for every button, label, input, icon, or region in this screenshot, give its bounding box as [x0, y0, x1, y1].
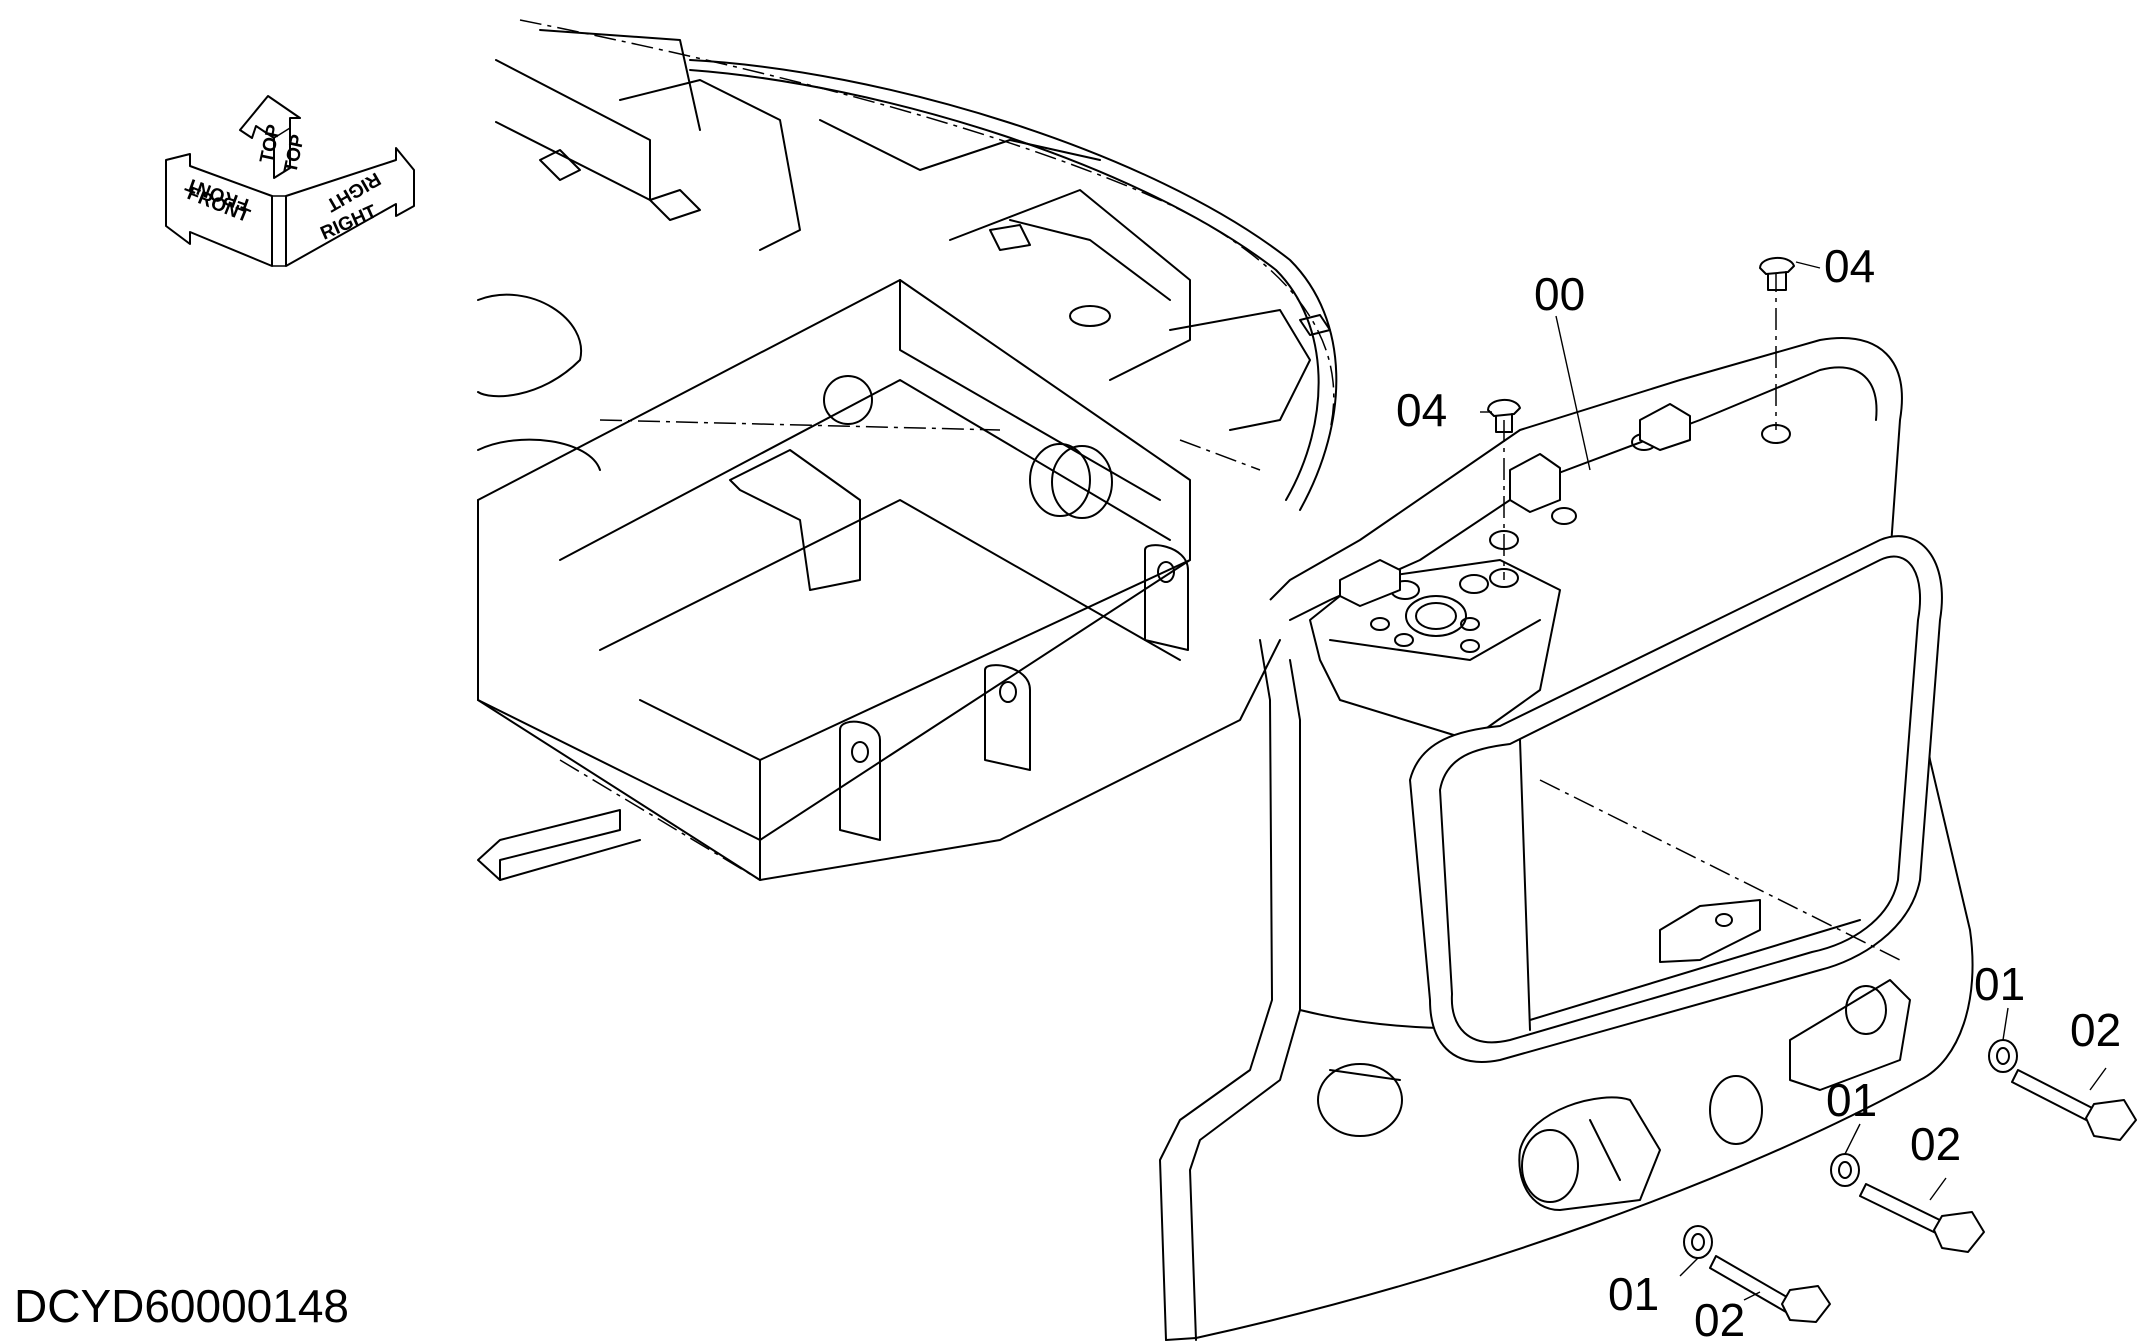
bolt-02-a [2011, 1069, 2137, 1141]
callouts: 00 04 04 01 02 01 02 01 02 [1396, 240, 2121, 1343]
washer-01-c [1683, 1225, 1713, 1259]
upper-frame [477, 19, 1338, 881]
counterweight [1159, 270, 1974, 1341]
drawing-number: DCYD60000148 [14, 1280, 349, 1332]
callout-01-c: 01 [1608, 1268, 1659, 1320]
washer-01-b [1830, 1153, 1860, 1187]
callout-04-left: 04 [1396, 384, 1447, 436]
callout-01-b: 01 [1826, 1074, 1877, 1126]
bolt-02-b [1859, 1183, 1985, 1253]
callout-01-a: 01 [1974, 958, 2025, 1010]
plug-04-right [1759, 257, 1795, 291]
callout-02-c: 02 [1694, 1294, 1745, 1343]
callout-02-b: 02 [1910, 1118, 1961, 1170]
callout-02-a: 02 [2070, 1004, 2121, 1056]
plug-04-left [1487, 399, 1521, 433]
orientation-indicator: TOP TOP FRONT FRONT RIGHT RIGHT [165, 95, 415, 267]
bolt-02-c [1709, 1255, 1831, 1323]
callout-00: 00 [1534, 268, 1585, 320]
leader-lines [1480, 261, 2107, 1301]
washer-01-a [1988, 1039, 2018, 1073]
callout-04-right: 04 [1824, 240, 1875, 292]
